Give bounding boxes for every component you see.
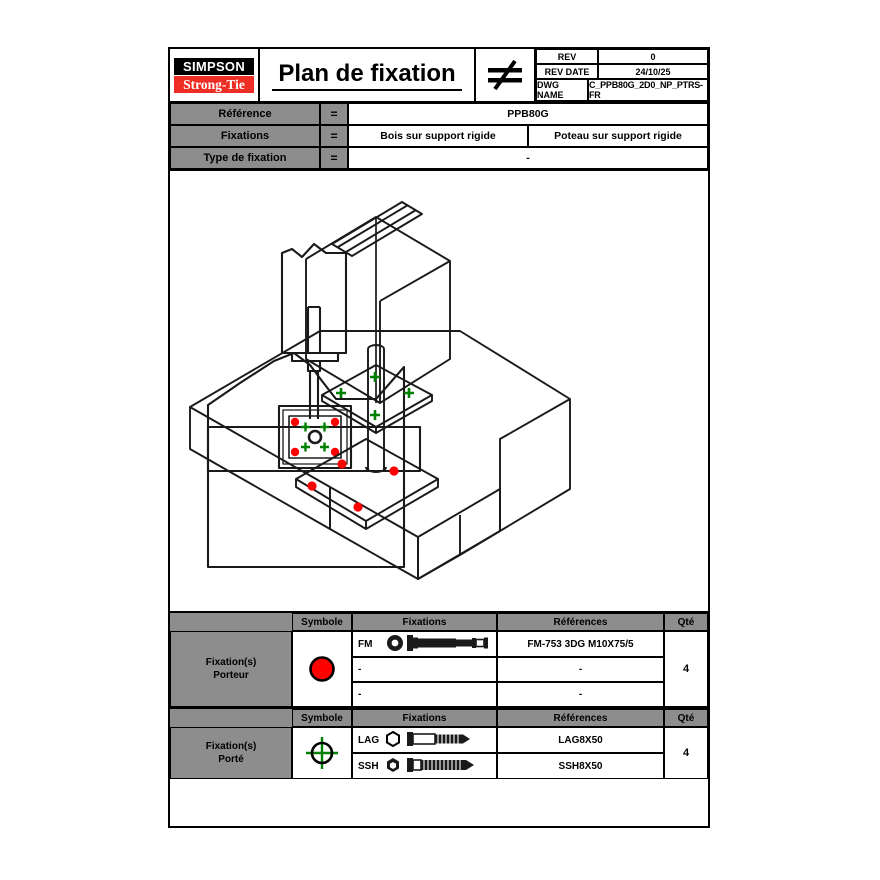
reference-2-porteur: - (497, 657, 664, 682)
fastener-row-2-porte: SSH (352, 753, 497, 779)
fastener-row-2-porteur: - (352, 657, 497, 682)
fixation-porteur-label: Fixation(s) Porteur (170, 631, 292, 707)
info-label-fixations: Fixations (170, 125, 320, 147)
logo-simpson-text: SIMPSON (174, 57, 254, 75)
drawing-sheet: SIMPSON Strong-Tie Plan de fixation REV … (168, 47, 710, 828)
header-qte-porteur: Qté (664, 613, 708, 631)
qty-porte: 4 (664, 727, 708, 779)
header-references-porteur: Références (497, 613, 664, 631)
info-equals-type-fixation: = (320, 147, 348, 169)
header-references-porte: Références (497, 709, 664, 727)
fastener-row-3-porteur: - (352, 682, 497, 707)
info-label-type-fixation: Type de fixation (170, 147, 320, 169)
fastener-code-1-porteur: FM (358, 638, 373, 650)
fastener-table-porteur-body: Fixation(s) Porteur FM (170, 631, 708, 707)
header-symbole-porteur: Symbole (292, 613, 352, 631)
reference-1-porteur: FM-753 3DG M10X75/5 (497, 631, 664, 657)
iso-markers (307, 372, 414, 512)
technical-drawing-views (170, 171, 708, 613)
info-value-type-fixation: - (348, 147, 708, 169)
fastener-code-2-porte: SSH (358, 760, 379, 772)
hex-washer-head-icon (385, 757, 401, 776)
sheet-title-cell: Plan de fixation (260, 49, 476, 101)
info-row-fixations: Fixations = Bois sur support rigide Pote… (170, 125, 708, 147)
header-symbole-porte: Symbole (292, 709, 352, 727)
info-value-reference: PPB80G (348, 103, 708, 125)
info-row-reference: Référence = PPB80G (170, 103, 708, 125)
hex-head-bolt-icon (385, 633, 491, 656)
fixations-column-porteur: FM - - (352, 631, 497, 707)
fixation-porte-label-line1: Fixation(s) (205, 741, 257, 752)
simpson-strong-tie-logo: SIMPSON Strong-Tie (170, 49, 260, 101)
dwg-name-value: C_PPB80G_2D0_NP_PTRS-FR (588, 79, 708, 101)
fastener-table-porte: Symbole Fixations Références Qté Fixatio… (170, 709, 708, 779)
logo-strongtie-text: Strong-Tie (174, 75, 254, 93)
reference-1-porte: LAG8X50 (497, 727, 664, 753)
fastener-table-porte-header: Symbole Fixations Références Qté (170, 709, 708, 727)
references-column-porte: LAG8X50 SSH8X50 (497, 727, 664, 779)
red-filled-circle-icon (292, 631, 352, 707)
elevation-view (206, 242, 422, 473)
reference-3-porteur: - (497, 682, 664, 707)
drawing-svg (189, 201, 571, 580)
fixations-column-porte: LAG (352, 727, 497, 779)
fastener-code-1-porte: LAG (358, 734, 380, 746)
fastener-table-porte-body: Fixation(s) Porté LAG (170, 727, 708, 779)
plan-view (206, 351, 406, 569)
title-block: SIMPSON Strong-Tie Plan de fixation REV … (170, 49, 708, 103)
hex-head-lag-screw-icon (406, 730, 476, 751)
rev-label: REV (536, 49, 598, 64)
fastener-row-1-porte: LAG (352, 727, 497, 753)
fastener-table-porteur: Symbole Fixations Références Qté Fixatio… (170, 613, 708, 709)
spacer-cell (170, 613, 292, 631)
info-equals-fixations: = (320, 125, 348, 147)
fastener-row-1-porteur: FM (352, 631, 497, 657)
references-column-porteur: FM-753 3DG M10X75/5 - - (497, 631, 664, 707)
info-label-reference: Référence (170, 103, 320, 125)
info-value-fixations-2: Poteau sur support rigide (528, 125, 708, 147)
plan-view-markers (290, 417, 340, 457)
fixation-porte-label: Fixation(s) Porté (170, 727, 292, 779)
info-table: Référence = PPB80G Fixations = Bois sur … (170, 103, 708, 171)
spacer-cell (170, 709, 292, 727)
info-value-fixations-1: Bois sur support rigide (348, 125, 528, 147)
header-qte-porte: Qté (664, 709, 708, 727)
rev-date-label: REV DATE (536, 64, 598, 79)
revision-grid: REV 0 REV DATE 24/10/25 DWG NAME C_PPB80… (536, 49, 708, 101)
info-equals-reference: = (320, 103, 348, 125)
hex-nut-outline-icon (385, 730, 401, 750)
green-crosshair-circle-icon (292, 727, 352, 779)
dwg-name-label: DWG NAME (536, 79, 588, 101)
fastener-table-porteur-header: Symbole Fixations Références Qté (170, 613, 708, 631)
not-equal-icon (476, 49, 536, 101)
page-title: Plan de fixation (272, 60, 462, 91)
isometric-3d-view (189, 201, 571, 580)
hex-washer-head-screw-icon (406, 756, 480, 777)
fixation-porteur-label-line1: Fixation(s) (205, 657, 257, 668)
header-fixations-porteur: Fixations (352, 613, 497, 631)
reference-2-porte: SSH8X50 (497, 753, 664, 779)
fixation-porteur-label-line2: Porteur (213, 670, 249, 681)
qty-porteur: 4 (664, 631, 708, 707)
fixation-porte-label-line2: Porté (218, 754, 244, 765)
info-row-type-fixation: Type de fixation = - (170, 147, 708, 169)
header-fixations-porte: Fixations (352, 709, 497, 727)
rev-date-value: 24/10/25 (598, 64, 708, 79)
rev-value: 0 (598, 49, 708, 64)
